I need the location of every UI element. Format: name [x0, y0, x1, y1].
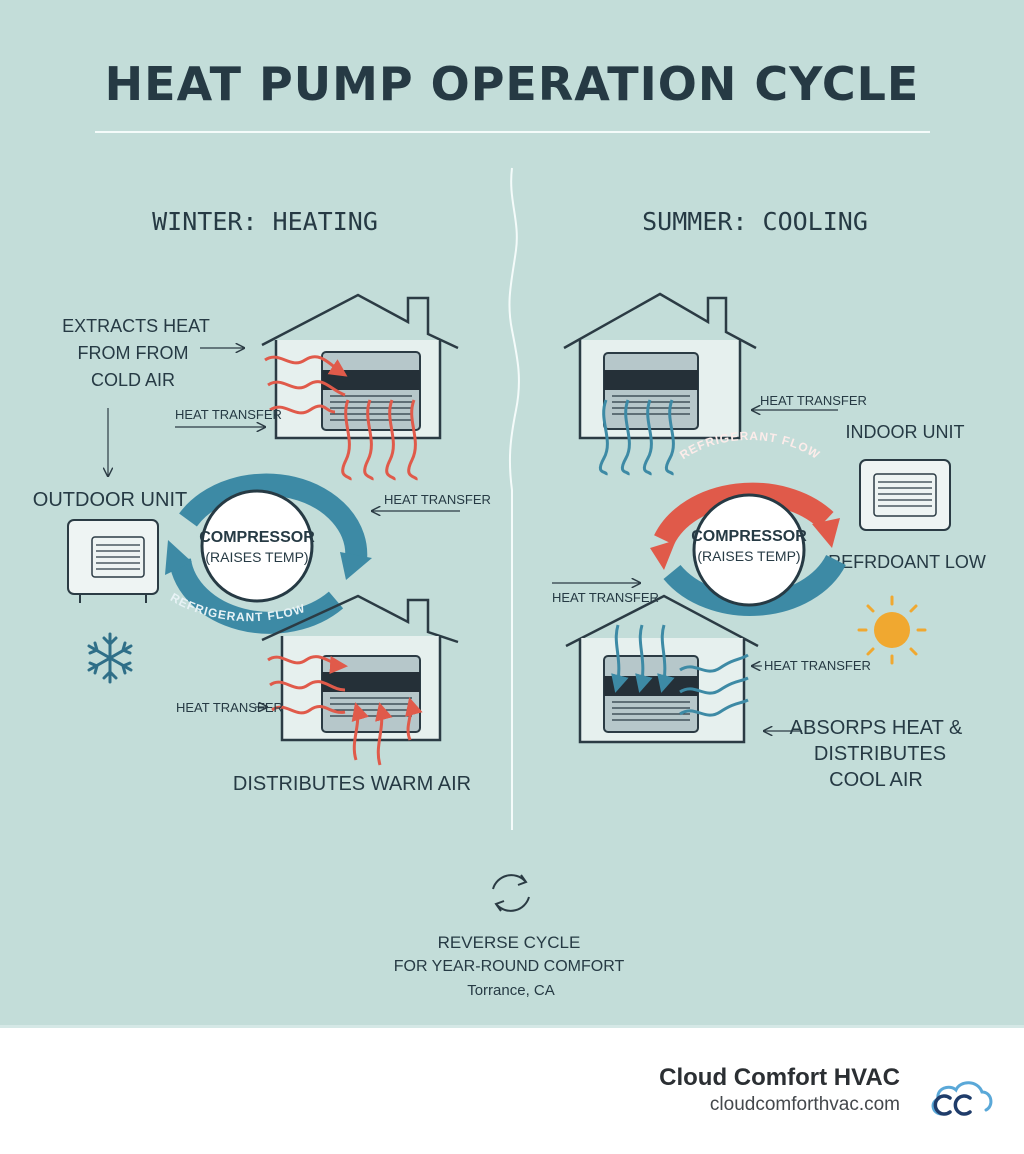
absorbs-line1: ABSORPS HEAT & [790, 717, 963, 739]
extracts-heat-line3: COLD AIR [91, 370, 175, 390]
cloud-logo-icon [931, 1081, 993, 1116]
page-title: HEAT PUMP OPERATION CYCLE [105, 57, 920, 111]
summer-compressor-sub: (RAISES TEMP) [697, 548, 800, 564]
outdoor-unit-label: OUTDOOR UNIT [33, 489, 187, 511]
winter-heat-transfer-top: HEAT TRANSFER [175, 407, 282, 422]
summer-refrigerant-cycle: COMPRESSOR (RAISES TEMP) REFRIGERANT FLO… [650, 429, 846, 616]
summer-heat-transfer-left: HEAT TRANSFER [552, 590, 659, 605]
indoor-unit [859, 459, 951, 531]
reverse-cycle-line1: REVERSE CYCLE [438, 933, 581, 952]
heat-pump-diagram: HEAT PUMP OPERATION CYCLE WINTER: HEATIN… [33, 57, 986, 999]
infographic-canvas: HEAT PUMP OPERATION CYCLE WINTER: HEATIN… [0, 0, 1024, 1025]
summer-bottom-cool-waves [611, 624, 749, 717]
winter-heading: WINTER: HEATING [152, 207, 378, 236]
winter-compressor-sub: (RAISES TEMP) [205, 549, 308, 565]
winter-compressor-label: COMPRESSOR [199, 529, 315, 546]
location-label: Torrance, CA [467, 982, 555, 999]
distributes-warm-air: DISTRIBUTES WARM AIR [233, 773, 471, 795]
summer-heat-transfer-top: HEAT TRANSFER [760, 393, 867, 408]
winter-bottom-heat-waves [267, 655, 423, 766]
winter-top-heat-waves [264, 355, 418, 481]
extracts-heat-line1: EXTRACTS HEAT [62, 316, 210, 336]
footer: Cloud Comfort HVAC cloudcomforthvac.com [0, 1025, 1024, 1154]
summer-heat-transfer-right: HEAT TRANSFER [764, 658, 871, 673]
reverse-cycle-icon [492, 874, 530, 912]
absorbs-line2: DISTRIBUTES [814, 743, 946, 765]
refrigerant-low-label: REFRDOANT LOW [828, 552, 986, 572]
winter-heat-transfer-mid: HEAT TRANSFER [384, 492, 491, 507]
center-divider [508, 167, 520, 830]
sun-icon [857, 595, 927, 665]
snowflake-icon [87, 632, 133, 684]
brand-url[interactable]: cloudcomforthvac.com [709, 1094, 900, 1115]
summer-heading: SUMMER: COOLING [642, 207, 868, 236]
reverse-cycle-line2: FOR YEAR-ROUND COMFORT [394, 958, 625, 975]
summer-top-house [563, 292, 757, 440]
summer-top-cool-waves [598, 399, 675, 476]
absorbs-line3: COOL AIR [829, 769, 923, 791]
brand-name: Cloud Comfort HVAC [659, 1064, 900, 1091]
extracts-heat-line2: FROM FROM [78, 343, 189, 363]
winter-top-house [261, 293, 459, 440]
winter-heat-transfer-bottom: HEAT TRANSFER [176, 700, 283, 715]
summer-compressor-label: COMPRESSOR [691, 528, 807, 545]
outdoor-unit [67, 519, 159, 603]
indoor-unit-label: INDOOR UNIT [846, 422, 965, 442]
summer-bottom-house [565, 594, 759, 744]
winter-bottom-house [261, 594, 459, 742]
